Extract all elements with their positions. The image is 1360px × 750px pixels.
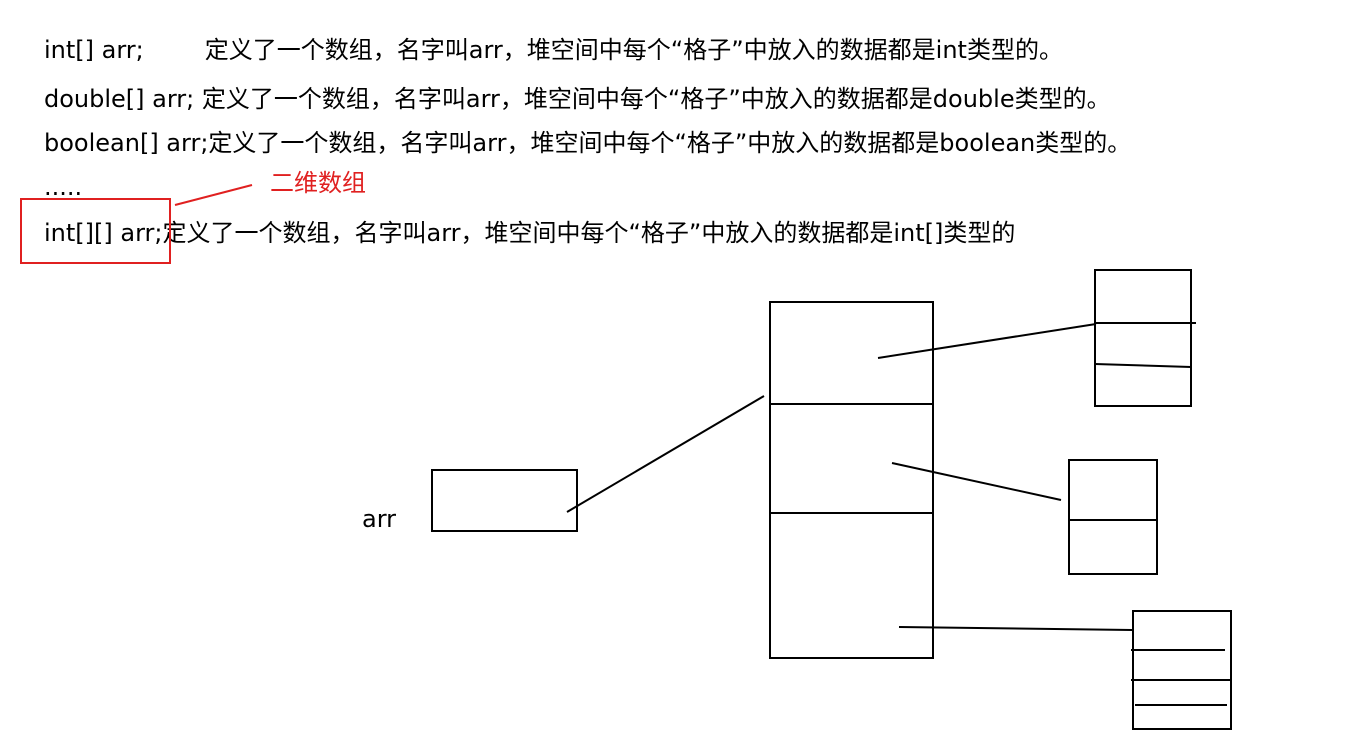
variable-label: arr <box>362 505 397 533</box>
ellipsis-line: ..... <box>44 172 82 202</box>
declaration-2d-int-array: int[][] arr;定义了一个数组，名字叫arr，堆空间中每个“格子”中放入… <box>44 218 1015 248</box>
declaration-int-array: int[] arr; 定义了一个数组，名字叫arr，堆空间中每个“格子”中放入的… <box>44 35 1063 65</box>
code-snippet: int[] arr; <box>44 36 144 64</box>
arr-reference-box <box>431 469 578 532</box>
description-text: 定义了一个数组，名字叫arr，堆空间中每个“格子”中放入的数据都是double类… <box>201 85 1111 113</box>
inner-array-divider <box>1094 363 1192 368</box>
arr-to-outer-array-line <box>566 395 765 513</box>
declaration-double-array: double[] arr; 定义了一个数组，名字叫arr，堆空间中每个“格子”中… <box>44 84 1111 114</box>
inner-array-box <box>1068 459 1158 575</box>
code-snippet: double[] arr; <box>44 85 195 113</box>
description-text: 定义了一个数组，名字叫arr，堆空间中每个“格子”中放入的数据都是int[]类型… <box>162 219 1016 247</box>
annotation-label: 二维数组 <box>270 169 366 197</box>
annotation-highlight-box <box>20 198 171 264</box>
cell-pointer-line <box>891 462 1062 501</box>
inner-array-box <box>1132 610 1232 730</box>
ellipsis-text: ..... <box>44 173 83 201</box>
outer-array-box <box>769 301 934 659</box>
description-text: 定义了一个数组，名字叫arr，堆空间中每个“格子”中放入的数据都是boolean… <box>208 129 1132 157</box>
description-text: 定义了一个数组，名字叫arr，堆空间中每个“格子”中放入的数据都是int类型的。 <box>204 36 1063 64</box>
cell-pointer-line <box>877 323 1097 359</box>
declaration-boolean-array: boolean[] arr;定义了一个数组，名字叫arr，堆空间中每个“格子”中… <box>44 128 1131 158</box>
annotation-pointer-line <box>174 184 253 206</box>
code-snippet: int[][] arr; <box>44 219 163 247</box>
code-snippet: boolean[] arr; <box>44 129 209 157</box>
cell-pointer-line <box>898 626 1133 631</box>
inner-array-box <box>1094 269 1192 407</box>
